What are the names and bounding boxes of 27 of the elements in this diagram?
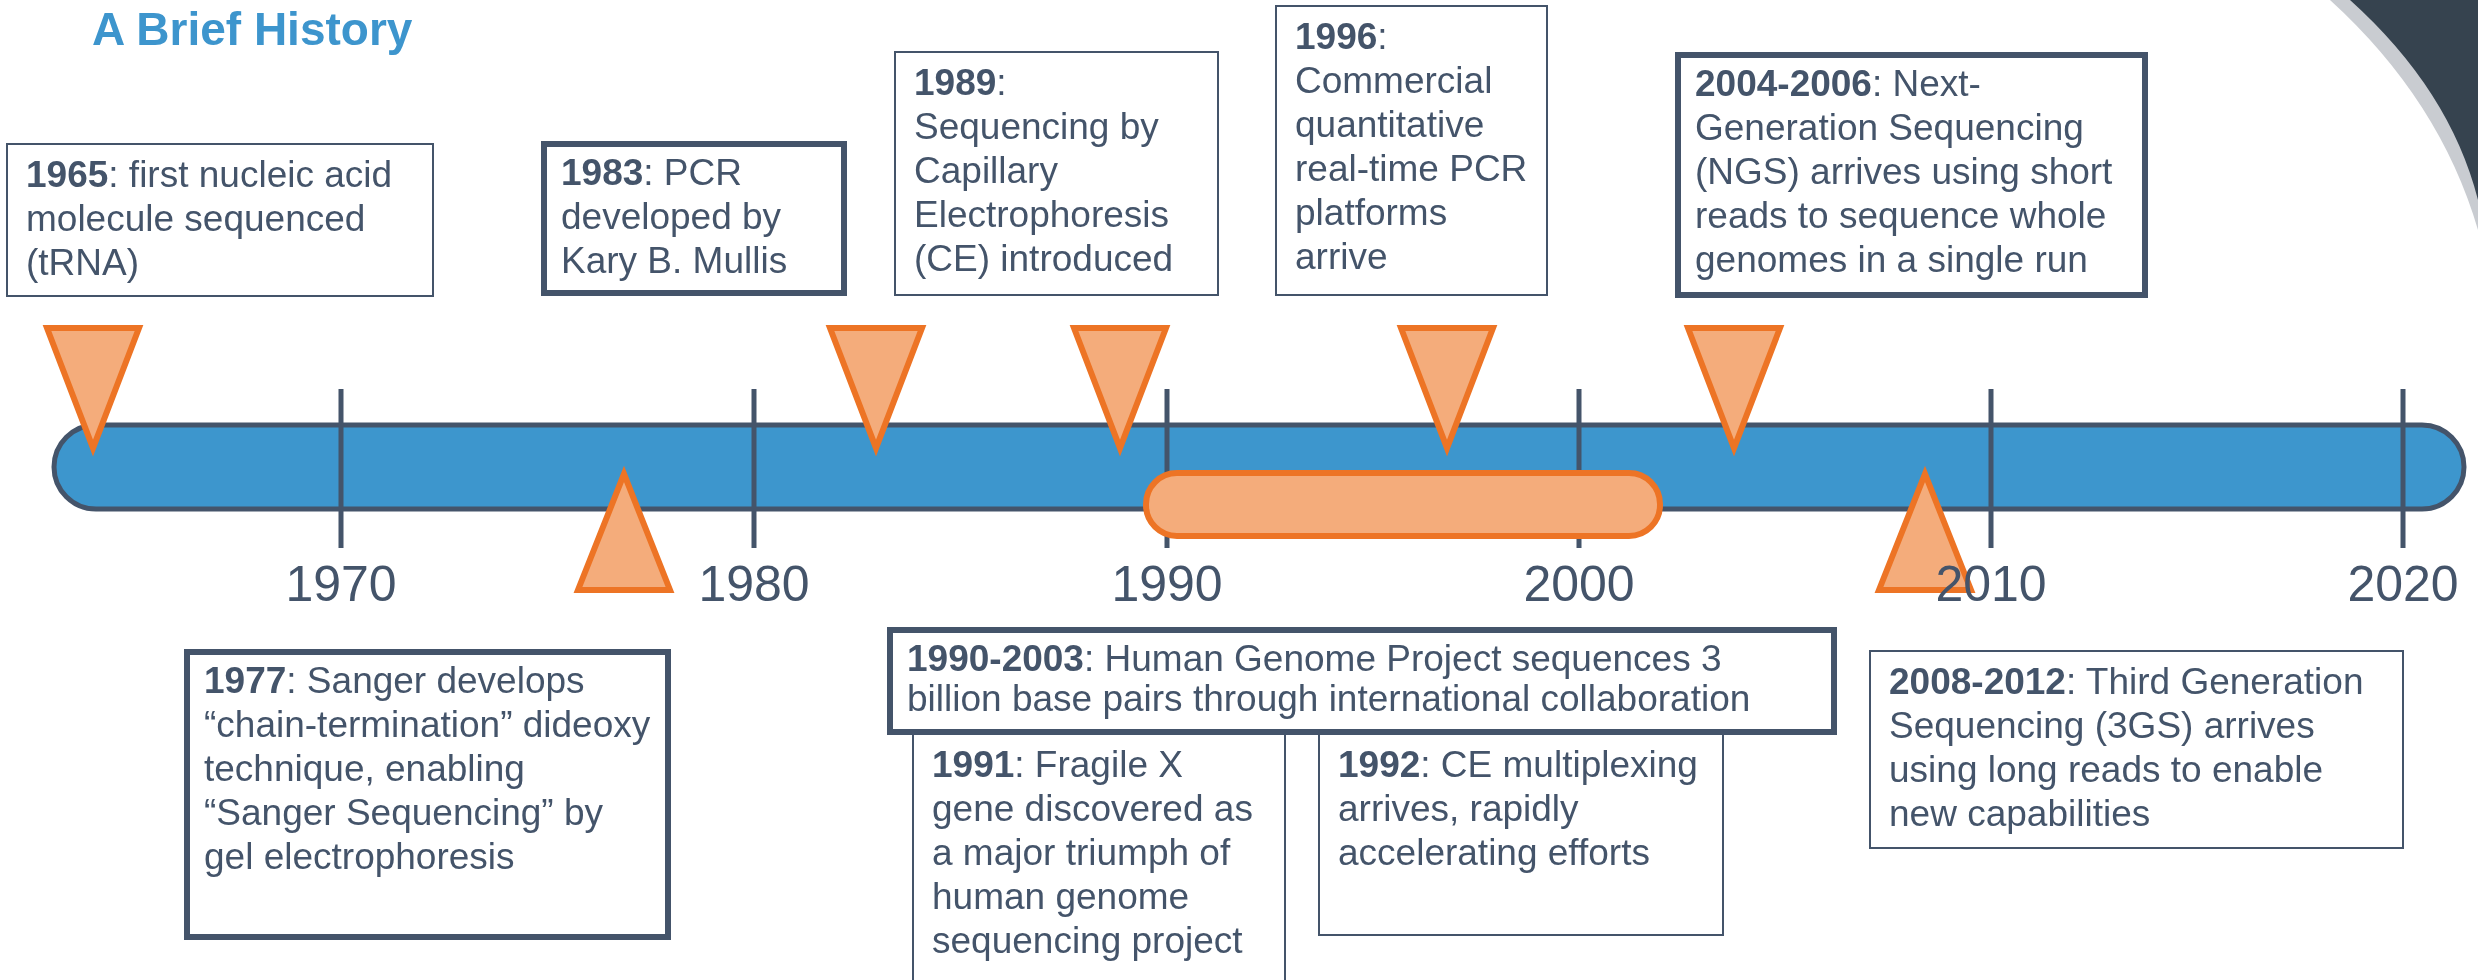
- event-text: 1996: Commercial quantitative real-time PCR platforms arrive: [1295, 15, 1528, 279]
- year-label: 1970: [284, 555, 398, 613]
- year-label: 2010: [1934, 555, 2048, 613]
- year-label: 2020: [2346, 555, 2460, 613]
- title: A Brief History: [92, 2, 413, 56]
- event-box: [1275, 5, 1548, 296]
- event-text: 1989: Sequencing by Capillary Electrophoresis (CE) introduced: [914, 61, 1175, 281]
- event-text: 2004-2006: Next-Generation Sequencing (NGS) arrives using short reads to sequence whole genomes in a single run: [1695, 62, 2114, 282]
- event-box: [6, 143, 434, 297]
- event-box: [541, 141, 847, 296]
- year-label: 1980: [697, 555, 811, 613]
- event-text: 1990-2003: Human Genome Project sequences 3 billion base pairs through international collaboration: [907, 639, 1752, 719]
- event-box: [887, 627, 1837, 735]
- event-box: [894, 51, 1219, 296]
- event-text: 1983: PCR developed by Kary B. Mullis: [561, 151, 789, 283]
- event-text: 2008-2012: Third Generation Sequencing (3GS) arrives using long reads to enable new capabilities: [1889, 660, 2365, 836]
- year-label: 1990: [1110, 555, 1224, 613]
- event-box: [1318, 733, 1724, 936]
- event-box: [1675, 52, 2148, 298]
- year-label: 2000: [1522, 555, 1636, 613]
- event-text: 1991: Fragile X gene discovered as a major triumph of human genome sequencing project: [932, 743, 1254, 963]
- event-box: [912, 733, 1286, 980]
- event-box: [184, 649, 671, 940]
- event-text: 1977: Sanger develops “chain-termination” dideoxy technique, enabling “Sanger Sequencing” by gel electrophoresis: [204, 659, 651, 879]
- event-text: 1992: CE multiplexing arrives, rapidly accelerating efforts: [1338, 743, 1699, 875]
- event-box: [1869, 650, 2404, 849]
- event-text: 1965: first nucleic acid molecule sequenced (tRNA): [26, 153, 394, 285]
